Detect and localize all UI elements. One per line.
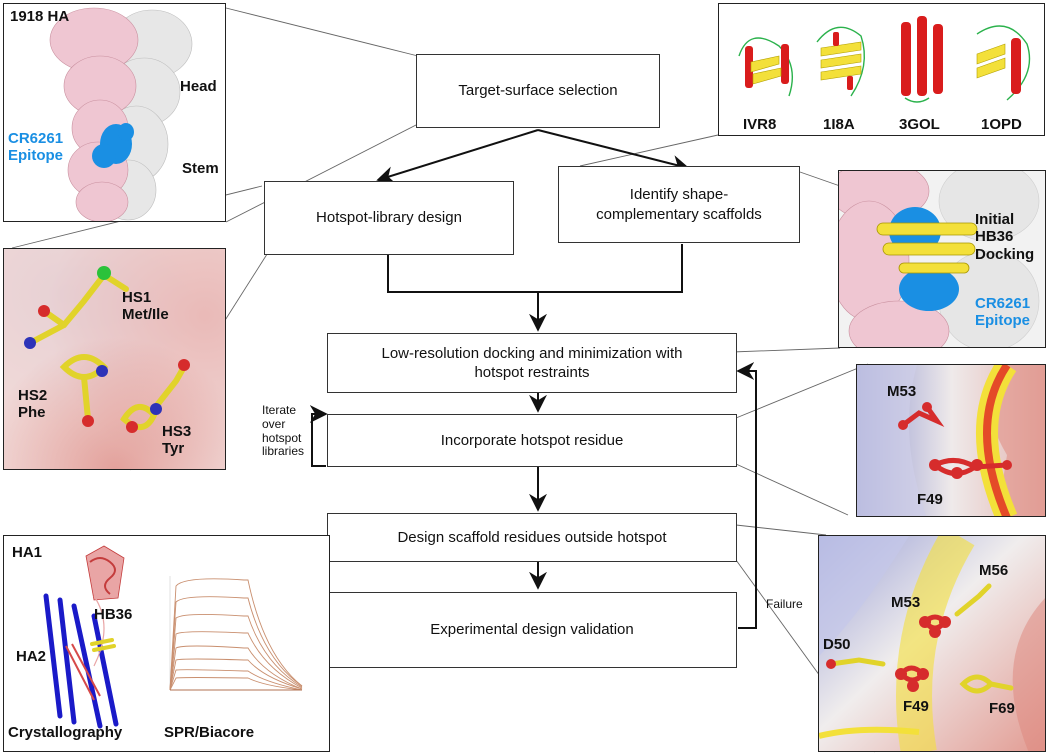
hotspot-library-design-box: Hotspot-library design (264, 181, 514, 255)
ha-title: 1918 HA (10, 8, 70, 25)
docking-title: Initial HB36 Docking (975, 211, 1034, 263)
hs2-line1: HS2 (18, 387, 48, 404)
design-m56-label: M56 (979, 562, 1009, 579)
incorporate-hotspot-label: Incorporate hotspot residue (440, 431, 624, 449)
iterate-line-2: over (262, 416, 286, 431)
iterate-line-4: libraries (262, 444, 305, 459)
experimental-validation-box: Experimental design validation (327, 592, 737, 668)
hs2-line2: Phe (18, 404, 46, 422)
docking-surface-image (839, 171, 1045, 347)
design-f49-label: F49 (903, 698, 929, 715)
target-surface-selection-label: Target-surface selection (458, 82, 618, 100)
validation-panel: HA1 HB36 HA2 Crystallography SPR/Biacore (3, 535, 330, 752)
hs3-line1: HS3 (162, 423, 192, 440)
iterate-note: Iterate over hotspot libraries (262, 403, 312, 459)
hotspot-surface-image (4, 249, 225, 469)
low-res-docking-box: Low-resolution docking and minimization … (327, 333, 737, 393)
low-res-docking-label-line2: hotspot restraints (474, 364, 590, 381)
hotspot-library-design-label: Hotspot-library design (316, 209, 462, 227)
docking-epitope-label: CR6261 Epitope (975, 295, 1030, 330)
design-outside-hotspot-label: Design scaffold residues outside hotspot (397, 528, 667, 546)
ha-stem-label: Stem (182, 160, 219, 177)
incorporate-hotspot-panel: M53 F49 (856, 364, 1046, 517)
ha-epitope-line1: CR6261 (8, 130, 64, 147)
incorporate-m53-label: M53 (887, 383, 917, 400)
design-residues-panel: M56 M53 D50 F49 F69 (818, 535, 1046, 752)
design-outside-hotspot-box: Design scaffold residues outside hotspot (327, 513, 737, 562)
crystallography-label: Crystallography (8, 724, 123, 741)
ha-surface-image (49, 7, 193, 221)
docking-epitope-line2: Epitope (975, 312, 1030, 330)
incorporate-hotspot-box: Incorporate hotspot residue (327, 414, 737, 467)
iterate-line-1: Iterate (262, 403, 297, 417)
docking-line3: Docking (975, 245, 1035, 263)
identify-scaffolds-label-line2: complementary scaffolds (596, 205, 762, 223)
identify-scaffolds-label-line1: Identify shape- (629, 186, 729, 203)
design-f69-label: F69 (989, 700, 1015, 717)
design-m53-label: M53 (891, 594, 921, 611)
hotspot-residues-panel: HS1 Met/Ile HS2 Phe HS3 Tyr (3, 248, 226, 470)
validation-ha1-label: HA1 (12, 544, 43, 561)
scaffold-label-3gol: 3GOL (899, 116, 940, 133)
experimental-validation-label: Experimental design validation (430, 621, 634, 639)
design-surface-image (819, 536, 1045, 751)
hs3-label: HS3 Tyr (162, 423, 191, 458)
incorporate-surface-image (857, 365, 1045, 516)
hs3-line2: Tyr (162, 440, 185, 458)
scaffold-label-1opd: 1OPD (981, 116, 1022, 133)
target-surface-selection-box: Target-surface selection (416, 54, 660, 128)
scaffold-structures-panel: IVR8 1I8A 3GOL 1OPD (718, 3, 1045, 136)
identify-scaffolds-box: Identify shape- complementary scaffolds (558, 166, 800, 243)
hs2-label: HS2 Phe (18, 387, 47, 422)
docking-line2: HB36 (975, 228, 1014, 246)
design-d50-label: D50 (823, 636, 851, 653)
validation-images (43, 545, 303, 729)
docking-line1: Initial (975, 211, 1015, 228)
initial-docking-panel: Initial HB36 Docking CR6261 Epitope (838, 170, 1046, 348)
ha-epitope-line2: Epitope (8, 147, 63, 165)
validation-hb36-label: HB36 (94, 606, 133, 623)
docking-epitope-line1: CR6261 (975, 295, 1031, 312)
scaffold-label-1i8a: 1I8A (823, 116, 855, 133)
hs1-label: HS1 Met/Ile (122, 289, 169, 324)
spr-biacore-label: SPR/Biacore (164, 724, 255, 741)
incorporate-f49-label: F49 (917, 491, 943, 508)
ha-head-label: Head (180, 78, 217, 95)
ha-epitope-label: CR6261 Epitope (8, 130, 63, 165)
iterate-line-3: hotspot (262, 430, 302, 445)
failure-label: Failure (766, 597, 803, 611)
hs1-line1: HS1 (122, 289, 152, 306)
validation-ha2-label: HA2 (16, 648, 47, 665)
ha-structure-panel: 1918 HA Head Stem CR6261 Epitope (3, 3, 226, 222)
scaffold-label-ivr8: IVR8 (743, 116, 777, 133)
scaffold-ribbons-image (738, 16, 1031, 103)
hs1-line2: Met/Ile (122, 306, 169, 324)
low-res-docking-label-line1: Low-resolution docking and minimization … (381, 344, 683, 362)
